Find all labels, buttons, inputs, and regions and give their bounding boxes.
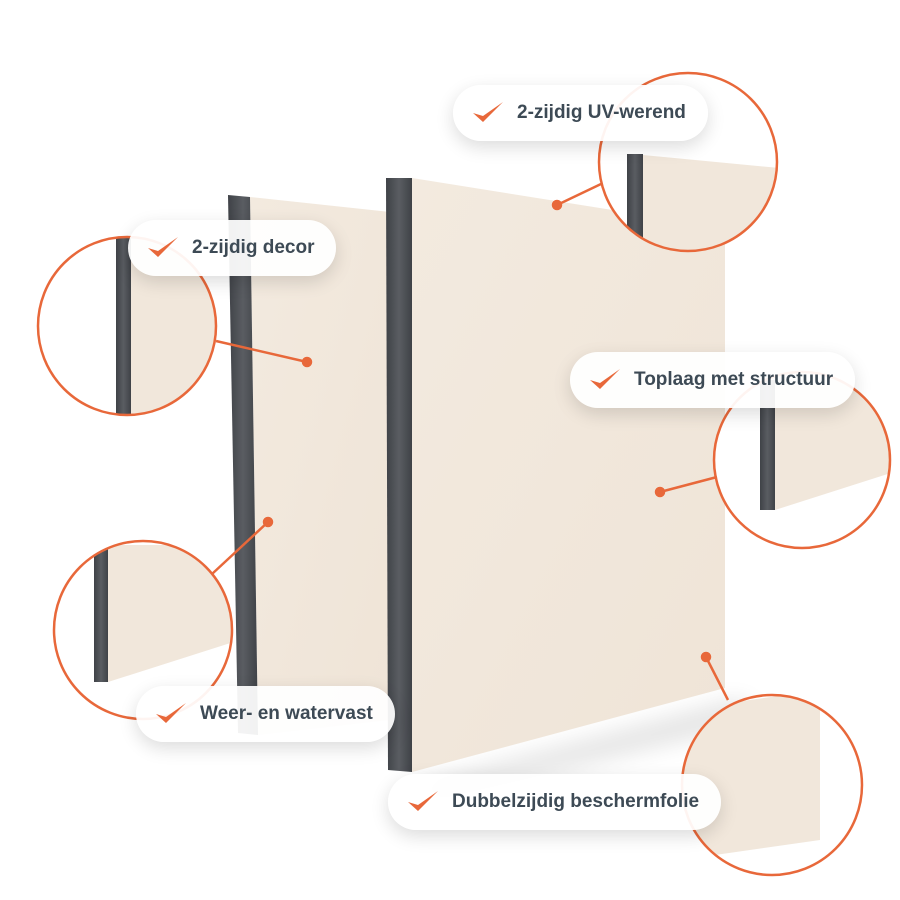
leader-lines	[211, 182, 730, 701]
detail-circle-foil	[680, 693, 864, 877]
check-icon	[473, 102, 503, 122]
front-panel	[386, 178, 725, 772]
check-icon	[156, 703, 186, 723]
feature-text: Dubbelzijdig beschermfolie	[452, 791, 700, 812]
feature-text: Weer- en watervast	[200, 703, 373, 724]
feature-label-weather: Weer- en watervast	[136, 686, 395, 742]
feature-text: 2-zijdig UV-werend	[517, 102, 686, 123]
feature-label-structure: Toplaag met structuur	[570, 352, 856, 408]
feature-text: 2-zijdig decor	[192, 237, 315, 258]
check-icon	[590, 369, 620, 389]
feature-label-uv: 2-zijdig UV-werend	[453, 85, 708, 141]
back-panel	[228, 195, 390, 735]
detail-circle-structure	[712, 370, 892, 550]
feature-label-foil: Dubbelzijdig beschermfolie	[388, 774, 722, 830]
feature-text: Toplaag met structuur	[634, 369, 834, 390]
check-icon	[408, 791, 438, 811]
check-icon	[148, 237, 178, 257]
feature-label-decor: 2-zijdig decor	[128, 220, 337, 276]
detail-circle-weather	[52, 539, 234, 721]
